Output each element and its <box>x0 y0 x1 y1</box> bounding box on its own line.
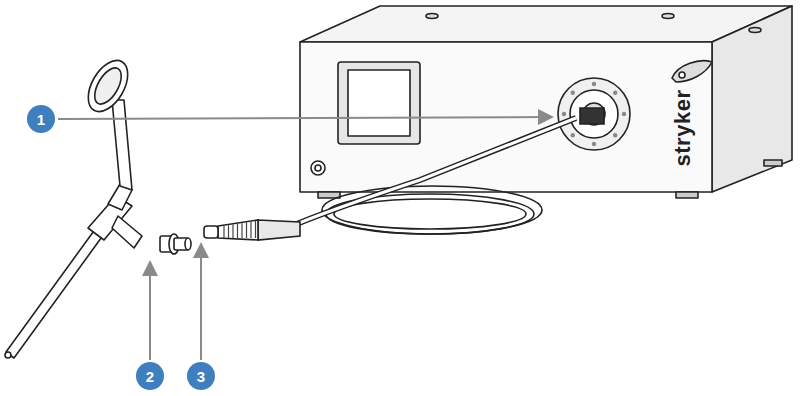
port-dot <box>613 133 617 137</box>
port-dot <box>571 133 575 137</box>
port-dot <box>613 91 617 95</box>
port-dot <box>562 112 566 116</box>
grip-ridge <box>250 222 251 238</box>
grip-ridge <box>246 223 247 239</box>
grip-ridge <box>228 225 229 238</box>
port-dot <box>592 82 596 86</box>
grip-ridge <box>241 223 242 238</box>
grip-ridge <box>232 225 233 238</box>
grip-ridge <box>223 226 224 238</box>
port-dot <box>622 112 626 116</box>
callout-number: 3 <box>187 362 215 390</box>
grip-ridge <box>255 221 256 238</box>
callout-number: 1 <box>27 105 55 133</box>
grip-ridge <box>237 224 238 238</box>
port-dot <box>571 91 575 95</box>
callout-number: 2 <box>136 362 164 390</box>
brand-logo: stryker <box>670 90 696 167</box>
port-dot <box>592 142 596 146</box>
